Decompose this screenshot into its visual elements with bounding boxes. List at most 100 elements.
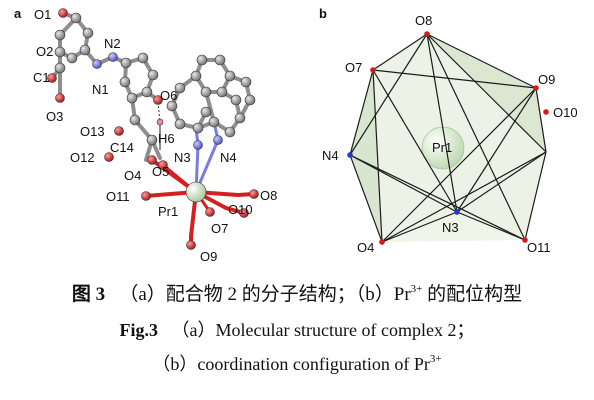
caption-en-prefix: Fig.3	[119, 320, 159, 340]
atom-c14	[146, 134, 158, 146]
atom-h6	[156, 118, 164, 126]
atom-o7	[205, 207, 215, 217]
label-c1: C1	[33, 70, 50, 85]
label-vertex-n4: N4	[322, 148, 339, 163]
panel-a-atoms	[47, 8, 259, 250]
label-o5: O5	[152, 164, 169, 179]
label-vertex-o11: O11	[527, 240, 551, 255]
caption-chinese: 图 3 （a）配合物 2 的分子结构；（b）Pr3+ 的配位构型	[0, 279, 594, 306]
atom-o12	[104, 152, 114, 162]
figure-3-graphic: a	[14, 6, 578, 264]
atom-c	[174, 82, 186, 94]
atom-c	[66, 52, 78, 64]
atom-c	[147, 69, 159, 81]
label-vertex-n3: N3	[442, 220, 459, 235]
vertex-o8	[424, 31, 430, 37]
atom-o11	[141, 191, 151, 201]
atom-n2	[108, 52, 118, 62]
label-vertex-o10: O10	[553, 105, 578, 120]
label-o2: O2	[36, 44, 53, 59]
atom-o1	[58, 8, 68, 18]
atom-c	[137, 52, 149, 64]
atom-o4	[147, 155, 157, 165]
atom-c	[244, 94, 256, 106]
polyhedron-vertices	[347, 31, 549, 245]
label-n1: N1	[92, 82, 109, 97]
caption-en-line2-text: （b）coordination configuration of Pr	[152, 354, 430, 374]
label-o4: O4	[124, 168, 141, 183]
atom-c	[196, 54, 208, 66]
caption-english-line-1: Fig.3 （a）Molecular structure of complex …	[0, 316, 594, 342]
atom-c	[230, 94, 242, 106]
caption-cn-prefix: 图 3	[71, 284, 106, 305]
atom-c	[82, 27, 94, 39]
label-vertex-o9: O9	[538, 72, 555, 87]
label-o11: O11	[106, 189, 130, 204]
atom-o2	[47, 73, 57, 83]
label-o3: O3	[46, 109, 63, 124]
panel-b-letter: b	[319, 6, 327, 21]
atom-c	[79, 44, 91, 56]
atom-c	[216, 86, 228, 98]
caption-en-superscript: 3+	[429, 353, 442, 365]
vertex-o4	[379, 239, 385, 245]
atom-c	[190, 70, 202, 82]
label-o13: O13	[80, 124, 105, 139]
atom-c	[174, 118, 186, 130]
label-o10: O10	[228, 202, 253, 217]
atom-c	[200, 106, 212, 118]
label-pr1-center: Pr1	[432, 140, 452, 155]
panel-a-labels: O1 O2 C1 O3 N1 N2 O6 H6 O13 O12 C14 N3 N…	[33, 7, 277, 264]
caption-cn-part-b: 的配位构型	[422, 284, 523, 305]
atom-c	[234, 112, 246, 124]
panel-b-polyhedron: b	[319, 6, 578, 255]
vertex-o7	[370, 67, 376, 73]
label-n2: N2	[104, 36, 121, 51]
label-vertex-o4: O4	[357, 240, 374, 255]
atom-c	[141, 86, 153, 98]
atom-c	[240, 76, 252, 88]
label-pr1: Pr1	[158, 204, 178, 219]
vertex-o11	[522, 237, 528, 243]
atom-c	[70, 12, 82, 24]
vertex-o10	[543, 109, 549, 115]
atom-pr1	[185, 181, 207, 203]
atom-c1	[54, 62, 66, 74]
label-o6: O6	[160, 88, 177, 103]
panel-b-labels: Pr1 O8 O7 O9 O10 N4 N3 O4 O11	[322, 13, 578, 255]
atom-c	[208, 116, 220, 128]
label-o12: O12	[70, 150, 95, 165]
label-c14: C14	[110, 140, 134, 155]
label-h6: H6	[158, 131, 175, 146]
atom-o10	[239, 208, 249, 218]
caption-cn-superscript: 3+	[410, 283, 423, 295]
atom-n1	[92, 59, 102, 69]
label-o7: O7	[211, 221, 228, 236]
caption-en-line1-text: （a）Molecular structure of complex 2；	[171, 320, 475, 340]
atom-o9	[186, 240, 196, 250]
hydrogen-bond-o6-h6	[157, 101, 161, 123]
atom-o8	[249, 189, 259, 199]
atom-c	[126, 92, 138, 104]
atom-o13	[114, 126, 124, 136]
atom-c	[129, 114, 141, 126]
label-n3: N3	[174, 150, 191, 165]
atom-o3	[55, 93, 65, 103]
atom-c	[54, 46, 66, 58]
atom-c	[119, 76, 131, 88]
atom-c	[224, 126, 236, 138]
panel-a-molecule: a	[14, 6, 277, 264]
vertex-n3	[454, 209, 460, 215]
atom-c	[214, 54, 226, 66]
label-vertex-o8: O8	[415, 13, 432, 28]
label-vertex-o7: O7	[345, 60, 362, 75]
atom-n3	[193, 140, 203, 150]
caption-cn-part-a: （a）配合物 2 的分子结构；（b）Pr	[119, 284, 411, 305]
atom-c	[166, 100, 178, 112]
atom-o5	[158, 160, 168, 170]
vertex-o9	[533, 85, 539, 91]
atom-c	[192, 122, 204, 134]
vertex-n4	[347, 152, 353, 158]
atom-o6	[153, 95, 163, 105]
